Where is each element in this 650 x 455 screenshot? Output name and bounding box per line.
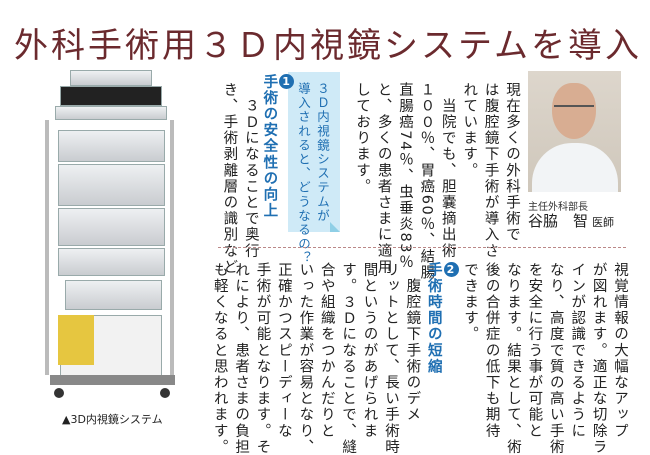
question-callout: ３Ｄ内視鏡システムが 導入されると、どうなるの？ — [288, 72, 340, 265]
text-line: れています。 — [461, 82, 478, 179]
text-line: 現在多くの外科手術で — [504, 82, 520, 243]
text-line: き、手術剥離層の識別など — [221, 82, 238, 276]
text-line: 間というのがあげられま — [361, 262, 378, 440]
text-line: ３Ｄになることで奥行 — [242, 82, 259, 260]
callout-line: ３Ｄ内視鏡システムが — [315, 82, 330, 223]
page-fold-decoration — [330, 222, 340, 232]
text-line: インが認識できるように — [569, 262, 586, 440]
text-line: 直腸癌74％、虫垂炎83％ — [396, 82, 413, 271]
doctor-title-suffix: 医師 — [592, 216, 615, 229]
text-line: す。３Ｄになることで、縫 — [340, 262, 357, 455]
text-line: 合や組織をつかんだりと — [318, 262, 335, 440]
text-line: れにより、患者さまの負担 — [233, 262, 250, 455]
text-line: を安全に行う事が可能と — [526, 262, 543, 440]
endoscope-system-photo — [40, 70, 200, 405]
section1-text-top: ３Ｄになることで奥行 き、手術剥離層の識別など — [218, 82, 261, 275]
text-line: も軽くなると思われます。 — [211, 262, 228, 455]
text-line: と、多くの患者さまに適用 — [375, 82, 392, 276]
text-line: 腹腔鏡下手術のデメ — [404, 262, 421, 423]
number-badge: 1 — [279, 74, 295, 89]
text-line: が図れます。適正な切除ラ — [590, 262, 607, 455]
equipment-caption: ▲3D内視鏡システム — [62, 413, 163, 426]
page-title: 外科手術用３Ｄ内視鏡システムを導入 — [14, 26, 642, 66]
intro-text: 現在多くの外科手術で は腹腔鏡下手術が導入さ れています。 当院でも、胆嚢摘出術… — [351, 82, 522, 281]
dotted-divider — [218, 247, 626, 248]
section-heading-text: 手術の安全性の向上 — [261, 74, 278, 219]
text-line: 当院でも、胆嚢摘出術 — [439, 82, 456, 260]
doctor-role: 主任外科部長 — [528, 202, 588, 213]
text-line: できます。 — [462, 262, 479, 343]
doctor-photo — [528, 71, 621, 192]
callout-line: 導入されると、どうなるの？ — [296, 82, 311, 266]
text-line: 手術が可能となります。そ — [254, 262, 271, 455]
doctor-name-text: 谷脇 智 — [528, 212, 589, 230]
text-line: は腹腔鏡下手術が導入さ — [482, 82, 499, 260]
text-line: いった作業が容易となり、 — [297, 262, 314, 455]
text-line: 後の合併症の低下も期待 — [483, 262, 500, 440]
text-line: リットとして、長い手術時 — [382, 262, 399, 455]
doctor-name: 谷脇 智医師 — [528, 210, 614, 231]
number-badge: 2 — [443, 262, 459, 277]
text-line: １００％、胃癌60％、結腸 — [418, 82, 435, 281]
text-line: しております。 — [354, 82, 371, 195]
section-heading-text: 手術時間の短縮 — [425, 262, 442, 375]
text-line: なり、高度で質の高い手術 — [547, 262, 564, 455]
section1-text-bottom: 視覚情報の大幅なアップ が図れます。適正な切除ラ インが認識できるように なり、… — [208, 262, 630, 455]
text-line: 視覚情報の大幅なアップ — [612, 262, 628, 440]
text-line: なります。結果として、術 — [504, 262, 521, 455]
text-line: 正確かつスピーディーな — [275, 262, 292, 440]
